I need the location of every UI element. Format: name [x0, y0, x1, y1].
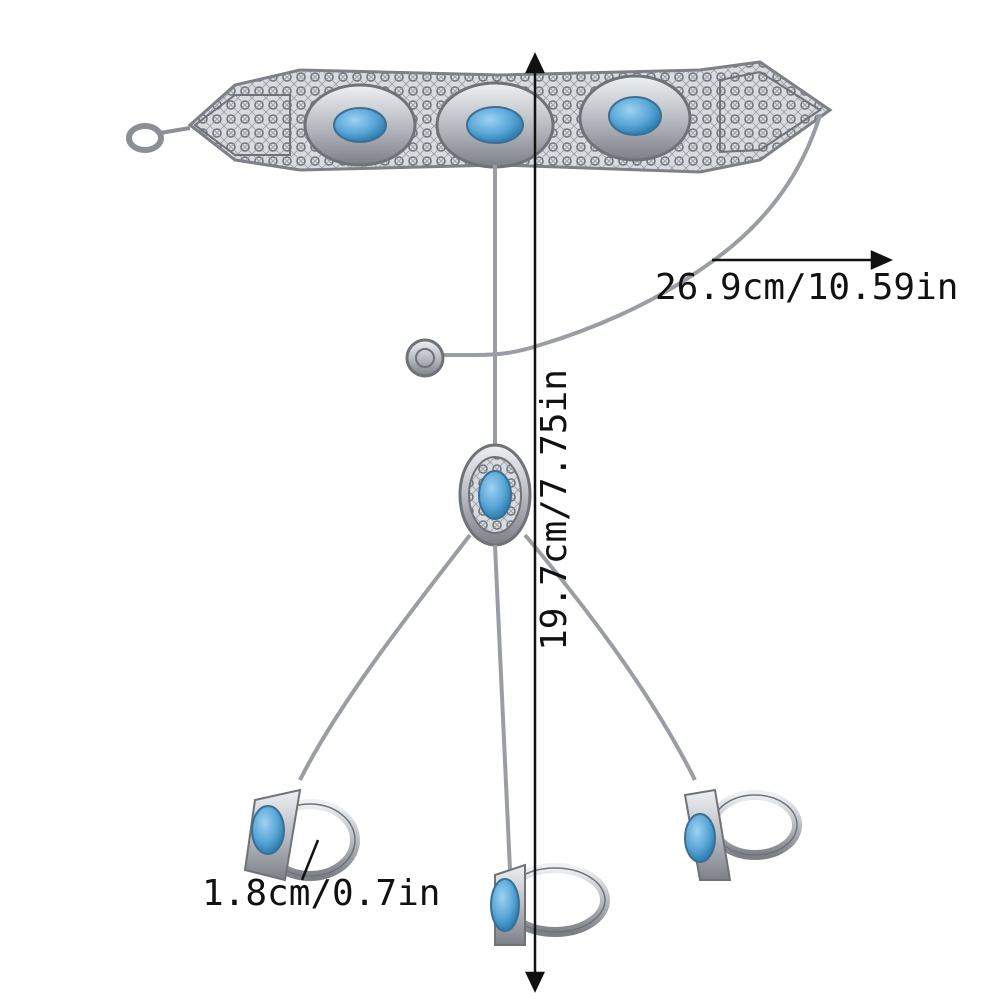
left-ring: [243, 788, 360, 882]
height-dimension-label: 19.7cm/7.75in: [534, 369, 575, 651]
bracelet-band: [187, 60, 833, 174]
length-arrow-head: [870, 250, 894, 270]
turquoise-stone: [608, 96, 662, 136]
turquoise-stone: [466, 106, 524, 144]
turquoise-stone: [251, 805, 285, 855]
lobster-clasp: [126, 123, 191, 153]
height-arrow-bottom: [525, 971, 545, 993]
middle-ring: [490, 863, 610, 946]
ring-size-marker: [300, 839, 320, 881]
side-chain: [469, 114, 822, 357]
turquoise-stone: [490, 878, 520, 932]
center-medallion: [458, 443, 532, 547]
dimension-arrows: [300, 52, 894, 993]
length-dimension-label: 26.9cm/10.59in: [655, 267, 959, 308]
turquoise-stone: [478, 470, 512, 520]
right-ring: [683, 788, 802, 881]
coin-charm: [405, 338, 445, 378]
finger-chains: [298, 533, 697, 871]
ring-dimension-label: 1.8cm/0.7in: [202, 873, 441, 914]
height-arrow-top: [525, 52, 545, 74]
turquoise-stone: [333, 107, 387, 143]
center-chain: [420, 165, 497, 455]
turquoise-stone: [684, 813, 716, 863]
